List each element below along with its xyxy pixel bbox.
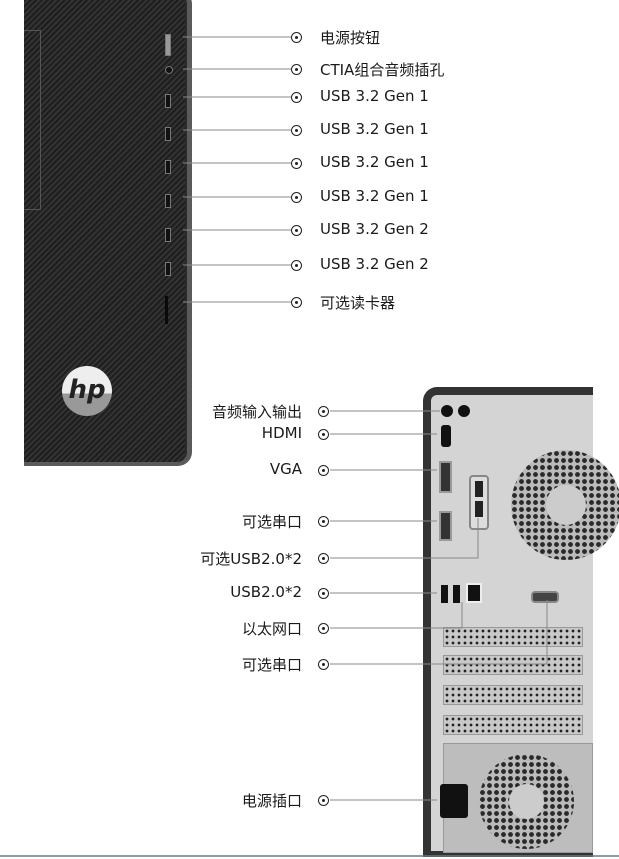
usb-port xyxy=(165,228,171,242)
callout-dot xyxy=(291,64,302,75)
label-card-reader: 可选读卡器 xyxy=(320,294,396,312)
callout-dot xyxy=(291,92,302,103)
optional-usb-ports xyxy=(469,475,489,530)
label-serial: 可选串口 xyxy=(241,513,302,531)
callout-dot xyxy=(318,429,329,440)
fan-hub xyxy=(546,485,586,525)
pc-rear-view xyxy=(423,387,619,857)
logo-text: hp xyxy=(68,375,106,405)
expansion-slot xyxy=(443,685,583,705)
callout-dot xyxy=(318,516,329,527)
label-audio-io: 音频输入输出 xyxy=(211,403,302,421)
rear-fan-grille xyxy=(511,450,619,560)
label-power-button: 电源按钮 xyxy=(320,29,381,47)
ethernet-port xyxy=(466,583,482,603)
power-button xyxy=(165,34,171,56)
usb-port xyxy=(165,127,171,141)
audio-jack xyxy=(165,66,173,74)
callout-dot xyxy=(291,225,302,236)
callout-dot xyxy=(318,553,329,564)
label-usb: USB 3.2 Gen 2 xyxy=(320,255,429,273)
audio-jacks xyxy=(441,405,453,417)
callout-dot xyxy=(291,158,302,169)
usb-port xyxy=(165,94,171,108)
label-usb: USB 3.2 Gen 1 xyxy=(320,120,429,138)
serial-port-2 xyxy=(531,591,559,603)
label-usb: USB 3.2 Gen 1 xyxy=(320,187,429,205)
pc-front-view: hp xyxy=(24,0,192,466)
usb-port xyxy=(165,160,171,174)
callout-dot xyxy=(318,406,329,417)
callout-dot xyxy=(291,125,302,136)
label-usb: USB 3.2 Gen 1 xyxy=(320,87,429,105)
optical-drive-bay xyxy=(24,30,41,210)
label-usb: USB 3.2 Gen 1 xyxy=(320,153,429,171)
hp-logo: hp xyxy=(62,366,112,416)
label-usb2: USB2.0*2 xyxy=(230,583,302,601)
callout-dot xyxy=(318,623,329,634)
label-optional-usb: 可选USB2.0*2 xyxy=(200,550,302,568)
vga-port xyxy=(439,461,452,493)
psu-fan-hub xyxy=(509,784,544,819)
callout-dot xyxy=(318,588,329,599)
callout-dot xyxy=(318,465,329,476)
card-reader-slot xyxy=(165,296,168,324)
label-serial-2: 可选串口 xyxy=(241,656,302,674)
usb-port xyxy=(165,262,171,276)
usb-port xyxy=(165,194,171,208)
hdmi-port xyxy=(441,425,451,447)
label-power-inlet: 电源插口 xyxy=(241,792,302,810)
usb2-ports xyxy=(441,585,448,603)
callout-dot xyxy=(291,260,302,271)
callout-dot xyxy=(291,32,302,43)
serial-port xyxy=(439,511,452,541)
label-vga: VGA xyxy=(269,460,302,478)
power-supply xyxy=(440,743,593,853)
callout-dot xyxy=(318,659,329,670)
label-usb: USB 3.2 Gen 2 xyxy=(320,220,429,238)
label-ethernet: 以太网口 xyxy=(241,620,302,638)
callout-dot xyxy=(291,297,302,308)
power-inlet xyxy=(440,784,468,818)
callout-dot xyxy=(318,795,329,806)
label-hdmi: HDMI xyxy=(261,424,302,442)
expansion-slot xyxy=(443,715,583,735)
callout-dot xyxy=(291,192,302,203)
label-audio-jack: CTIA组合音频插孔 xyxy=(320,61,445,79)
